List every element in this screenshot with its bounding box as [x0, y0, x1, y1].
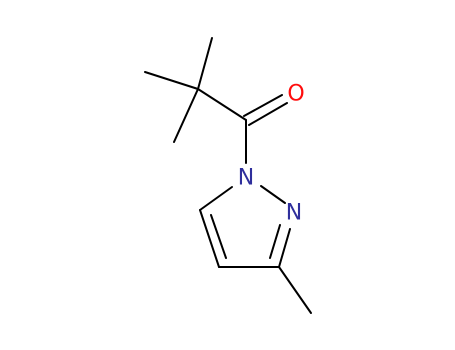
bond-n1-c5 — [199, 186, 233, 211]
bond-layer — [144, 37, 312, 314]
bond-c-carbonyl — [197, 88, 247, 121]
bond-n1-n2 — [260, 185, 286, 204]
oxygen-atom-label: O — [287, 82, 304, 107]
bond-carbonyl-double-b — [248, 102, 288, 126]
bond-c-methyl-bottom — [173, 88, 199, 143]
bond-c5-c4-inner — [210, 214, 227, 259]
bond-c3-n2-inner — [269, 224, 281, 259]
bond-c3-n2 — [278, 228, 291, 268]
nitrogen-atom-label-2: N — [286, 201, 302, 226]
bond-c-methyl-left — [144, 71, 199, 90]
atom-label-layer: O N N — [238, 82, 305, 226]
bond-c-methyl-top — [197, 37, 213, 90]
bond-carbonyl-double-a — [243, 94, 283, 117]
bond-c5-c4 — [199, 209, 220, 268]
bond-c3-methyl — [278, 266, 312, 314]
nitrogen-atom-label-1: N — [238, 166, 254, 191]
